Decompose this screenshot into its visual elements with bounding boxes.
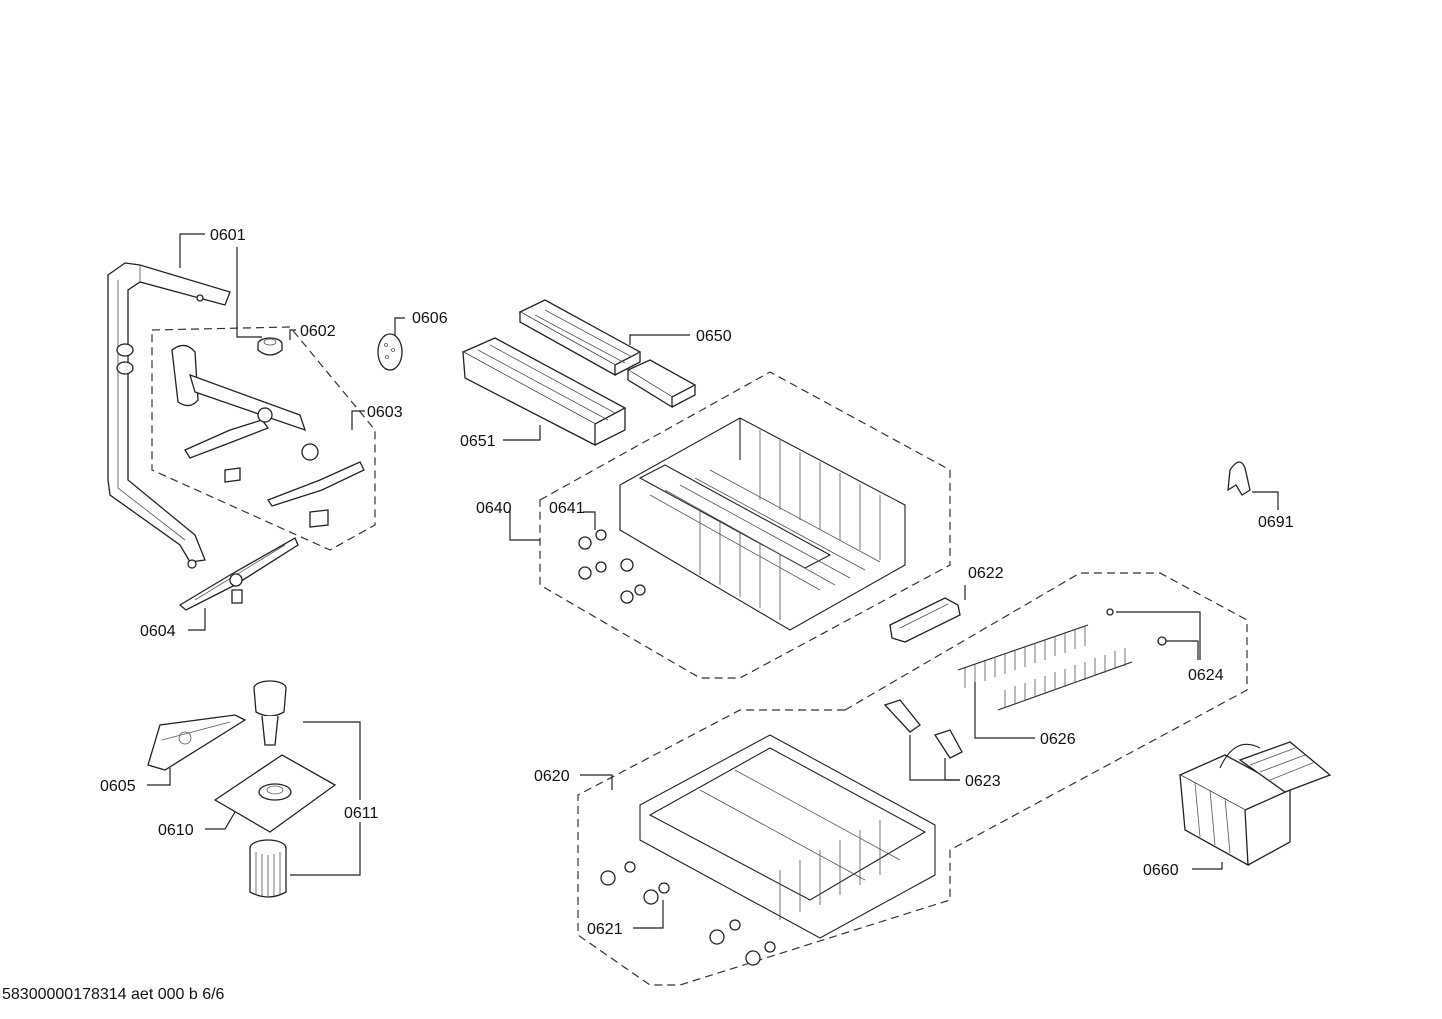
hook-0691-part bbox=[1227, 461, 1251, 496]
label-0620: 0620 bbox=[534, 768, 570, 785]
supply-pipe-part bbox=[107, 262, 231, 569]
label-0691: 0691 bbox=[1258, 514, 1294, 531]
label-0605: 0605 bbox=[100, 778, 136, 795]
cutlery-tray-inserts-part bbox=[518, 299, 697, 409]
label-0623: 0623 bbox=[965, 773, 1001, 790]
label-0622: 0622 bbox=[968, 565, 1004, 582]
nozzle-0602-part bbox=[257, 337, 283, 356]
disc-0606-part bbox=[377, 333, 403, 371]
label-0641: 0641 bbox=[549, 500, 585, 517]
label-0610: 0610 bbox=[158, 822, 194, 839]
folding-tine-racks-0626 bbox=[957, 624, 1133, 711]
basket-rollers-0641 bbox=[578, 529, 646, 604]
label-0621: 0621 bbox=[587, 921, 623, 938]
lower-basket-part bbox=[639, 734, 936, 939]
label-0640: 0640 bbox=[476, 500, 512, 517]
label-0603: 0603 bbox=[367, 404, 403, 421]
drawing-footer-code: 58300000178314 aet 000 b 6/6 bbox=[2, 986, 225, 1003]
cutlery-tray-part bbox=[461, 337, 627, 447]
upper-spray-arm-assembly bbox=[171, 344, 365, 528]
upper-basket-part bbox=[619, 417, 906, 631]
leader-lines bbox=[147, 233, 1279, 929]
clips-0624 bbox=[1106, 608, 1167, 646]
label-0660: 0660 bbox=[1143, 862, 1179, 879]
label-0624: 0624 bbox=[1188, 667, 1224, 684]
clips-0623 bbox=[883, 699, 963, 759]
label-0602: 0602 bbox=[300, 323, 336, 340]
group-boundary-0620 bbox=[577, 572, 1248, 986]
group-boundary-0640 bbox=[539, 371, 951, 679]
label-0601: 0601 bbox=[210, 227, 246, 244]
filter-0611-top bbox=[253, 680, 287, 746]
cover-0605-part bbox=[147, 714, 247, 771]
basket-handle-0622 bbox=[889, 597, 961, 643]
label-0626: 0626 bbox=[1040, 731, 1076, 748]
label-0604: 0604 bbox=[140, 623, 176, 640]
label-0606: 0606 bbox=[412, 310, 448, 327]
basket-rollers-0621 bbox=[600, 861, 776, 966]
label-0611: 0611 bbox=[344, 805, 379, 822]
filter-plate-0610 bbox=[213, 754, 337, 833]
label-0651: 0651 bbox=[460, 433, 496, 450]
label-0650: 0650 bbox=[696, 328, 732, 345]
group-boundary-0603 bbox=[151, 326, 376, 551]
lower-spray-arm-part bbox=[178, 537, 299, 611]
cutlery-basket-0660 bbox=[1178, 741, 1332, 867]
filter-0611-bottom bbox=[249, 839, 287, 898]
